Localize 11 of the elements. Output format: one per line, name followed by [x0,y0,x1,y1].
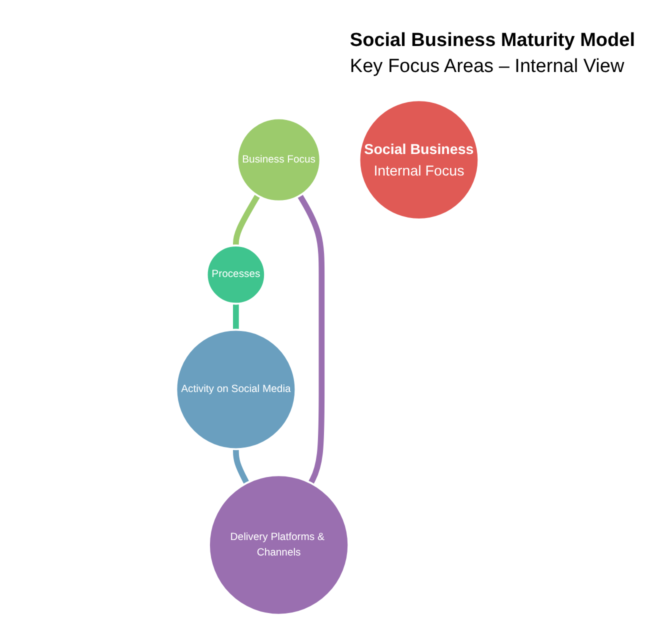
node-circle: Business Focus [236,117,322,202]
connector [233,194,260,246]
title: Social Business Maturity Model [350,29,635,53]
node-circle: Activity on Social Media [175,328,297,450]
connector [233,448,250,484]
connector [233,303,239,330]
subtitle: Key Focus Areas – Internal View [350,55,626,79]
node-circle: Delivery Platforms & Channels [208,474,350,616]
node-circle: Social Business Internal Focus [358,99,480,220]
connector [297,194,325,484]
node-circle: Processes [206,244,266,305]
